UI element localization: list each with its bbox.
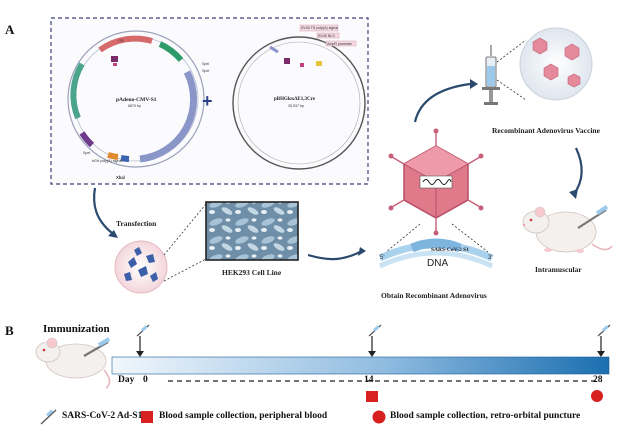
mini-syringe-icons	[136, 324, 611, 337]
day-0: 0	[143, 375, 148, 385]
plasmid2-top-label-2: SV40 NLS	[318, 34, 335, 38]
dna-end-5: 5'	[380, 255, 385, 261]
timeline-bar	[111, 356, 610, 375]
plasmid1-name: pAdeno-CMV-S1	[116, 97, 157, 103]
legend-syringe-icon	[40, 409, 57, 425]
hek293-image	[205, 201, 299, 261]
arrow-to-vaccine	[413, 82, 471, 123]
panel-a-letter: A	[5, 22, 15, 37]
vaccine-syringe	[482, 45, 500, 105]
legend-square-icon	[141, 411, 153, 423]
plasmid1-feature-5: bGH poly(A) signal	[92, 159, 123, 163]
hek293-label: HEK293 Cell Line	[222, 268, 282, 277]
legend-orbital-label: Blood sample collection, retro-orbital p…	[390, 411, 581, 421]
plasmid2-size: 35,937 bp	[288, 104, 304, 108]
day-label: Day	[118, 375, 135, 385]
transfection-label: Transfection	[116, 219, 157, 228]
retro-orbital-marker	[591, 390, 603, 402]
plasmid1-map	[67, 30, 205, 168]
dna-end-3: 3'	[488, 255, 493, 261]
dna-insert-label: SARS-CoV-2 S1	[431, 247, 469, 253]
immunization-title: Immunization	[43, 323, 110, 335]
virus-label: Obtain Recombinant Adenovirus	[381, 291, 487, 300]
intramuscular-label: Intramuscular	[535, 265, 582, 274]
vaccine-bubble	[519, 27, 593, 101]
arrow-to-transfection	[93, 187, 113, 234]
plasmid1-site: Xbal	[116, 175, 125, 180]
plasmid2-map	[232, 24, 366, 170]
plasmid1-feature-4: ITR	[118, 39, 124, 43]
day-14: 14	[364, 375, 374, 385]
plasmid1-size: 6870 bp	[128, 104, 141, 108]
mouse-panel-a	[522, 205, 613, 253]
plasmid2-top-label-3: AmpR promoter	[327, 42, 353, 46]
legend-circle-icon	[372, 410, 386, 424]
plus-sign: +	[202, 91, 213, 111]
panel-b-letter: B	[5, 323, 14, 338]
day-28: 28	[593, 375, 603, 385]
plasmid1-feature-3: SpeI	[83, 151, 91, 155]
arrow-to-virus	[307, 251, 361, 261]
plasmid1-feature-1: SpeI	[202, 62, 210, 66]
plasmid2-top-label-1: SV40 TS poly(A) signal	[301, 26, 339, 30]
mouse-panel-b	[35, 337, 111, 389]
vaccine-label: Recombinant Adenovirus Vaccine	[492, 126, 600, 135]
legend-peripheral-label: Blood sample collection, peripheral bloo…	[159, 411, 328, 421]
peripheral-blood-marker	[366, 391, 378, 402]
plasmid2-name: pBHGloxΔE1,3Cre	[274, 97, 315, 102]
arrow-to-mouse	[573, 147, 583, 195]
dna-label: DNA	[427, 258, 449, 269]
adenovirus	[388, 128, 484, 236]
transfected-cells	[114, 240, 168, 294]
plasmid1-feature-2: SpeI	[202, 69, 210, 73]
legend-vaccine-label: SARS-CoV-2 Ad-S1	[62, 411, 143, 421]
